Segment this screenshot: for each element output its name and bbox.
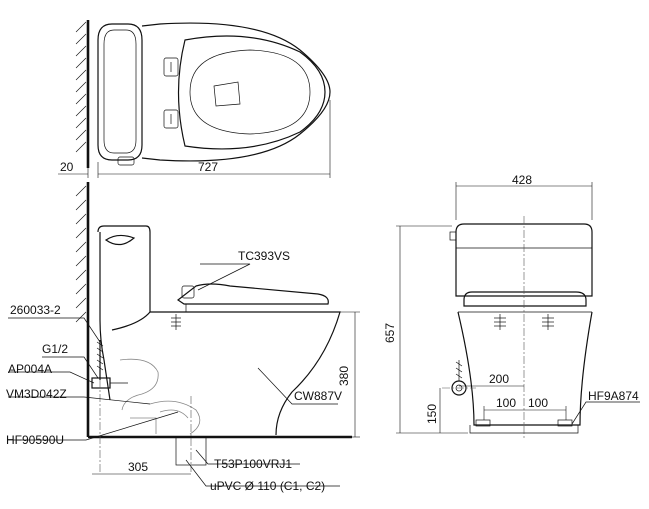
label-bowl: CW887V (294, 389, 342, 403)
dim-mount-left: 100 (496, 396, 516, 410)
dim-height: 657 (383, 323, 397, 343)
dim-wall-gap: 20 (60, 160, 74, 174)
tank-side-outline (97, 225, 151, 312)
label-seat: TC393VS (238, 249, 290, 263)
tank-front-outline (455, 223, 593, 297)
side-view: 305 380 TC393VS CW887V 260033-2 G1/2 AP0… (6, 182, 360, 493)
dim-length: 727 (198, 160, 218, 174)
label-fill-valve: 260033-2 (10, 303, 61, 317)
seat-top-outline (177, 35, 326, 150)
tank-top-outline (97, 23, 143, 161)
seat-side (176, 283, 329, 305)
dim-mount-right: 100 (528, 396, 548, 410)
dim-rim-height: 380 (337, 366, 351, 386)
bowl-side-outline (150, 311, 341, 436)
seat-front (463, 291, 587, 307)
dim-inlet-offset: 200 (489, 372, 509, 386)
dim-width: 428 (512, 173, 532, 187)
wall-hatching-side (75, 185, 87, 323)
label-fixing-kit: HF9A874 (588, 389, 639, 403)
bowl-top-outline (141, 22, 331, 162)
label-flange: VM3D042Z (6, 387, 67, 401)
front-view: 428 657 200 100 100 150 HF9A874 (383, 173, 640, 440)
top-view: 20 727 (58, 20, 331, 178)
fixing-bolts (494, 314, 554, 330)
dim-inlet-height: 150 (425, 404, 439, 424)
bowl-front-outline (457, 311, 593, 426)
label-thread: G1/2 (42, 342, 68, 356)
outlet-pipe (175, 436, 207, 466)
wall-hatching-top (75, 21, 87, 153)
flush-button (104, 234, 136, 246)
bowl-opening (189, 49, 311, 135)
label-outlet: T53P100VRJ1 (214, 457, 292, 471)
label-pipe: uPVC Ø 110 (C1, C2) (210, 479, 325, 493)
label-angle-valve: AP004A (8, 362, 52, 376)
dim-rough-in: 305 (128, 460, 148, 474)
label-hose: HF90590U (6, 433, 64, 447)
